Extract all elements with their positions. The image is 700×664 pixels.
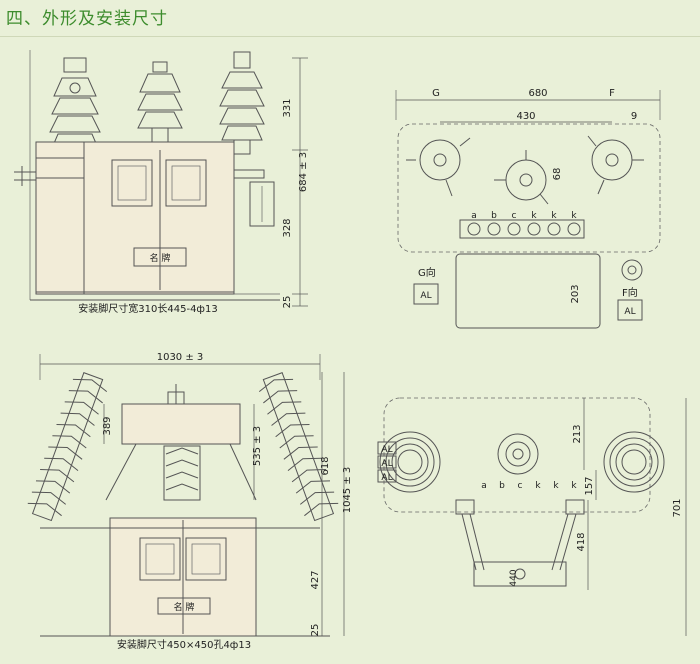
nameplate-label-top: 名 牌	[150, 252, 171, 264]
side-view: 1030 ± 3 名 牌 389 535 ± 3	[27, 352, 353, 651]
ribs-left-rib	[27, 502, 62, 517]
dim-418: 418	[576, 532, 587, 551]
dim-680: 680	[528, 88, 547, 99]
terminal-bottom-label-1: b	[499, 481, 505, 491]
bushing-right	[587, 135, 644, 195]
base-plan-view: AL AL AL a b c k k k 213 157 418 701 440	[377, 397, 687, 636]
ribs-left-rib	[72, 378, 108, 393]
label-g: G	[432, 88, 440, 99]
footer-bottom-left: 安装脚尺寸450×450孔4ф13	[117, 638, 251, 651]
insulator-right	[219, 51, 265, 155]
dim-328: 328	[282, 218, 293, 237]
ribs-left-rib	[64, 401, 99, 415]
ribs-right-rib	[304, 502, 339, 517]
terminal-top-label-5: k	[571, 211, 577, 221]
dim-25: 25	[282, 296, 293, 309]
label-g-view: G向	[418, 266, 436, 279]
bushing-middle	[494, 150, 549, 205]
terminal-top-4	[547, 222, 561, 236]
ring-right	[603, 431, 665, 493]
dim-684: 684 ± 3	[298, 152, 309, 192]
terminal-bottom-label-4: k	[553, 481, 559, 491]
nameplate-label-bottom: 名 牌	[174, 601, 195, 613]
dim-440: 440	[509, 569, 519, 586]
bushing-left	[406, 137, 471, 197]
ribs-right-rib	[275, 423, 310, 438]
top-view: G 680 F 430 9 68	[395, 88, 661, 329]
ring-middle	[497, 433, 539, 475]
ribs-left-rib	[44, 457, 79, 471]
terminal-top-0	[467, 222, 481, 236]
ribs-left-rib	[40, 469, 75, 483]
ring-left	[379, 431, 441, 493]
dim-1030: 1030 ± 3	[157, 352, 204, 363]
ribs-right-rib	[283, 446, 318, 460]
terminal-bottom-label-3: k	[535, 481, 541, 491]
ribs-right-rib	[295, 480, 331, 494]
dim-25b: 25	[310, 624, 321, 637]
dim-9: 9	[631, 111, 637, 122]
ribs-mid-rib	[165, 471, 199, 479]
ribs-mid-rib	[165, 483, 199, 491]
terminal-top-3	[527, 222, 541, 236]
insulator-middle	[137, 61, 183, 143]
footer-top-left: 安装脚尺寸宽310长445-4ф13	[78, 302, 217, 315]
terminal-top-label-1: b	[491, 211, 497, 221]
ribs-left-rib	[60, 412, 95, 426]
dim-535: 535 ± 3	[252, 426, 263, 466]
label-f-view: F向	[622, 286, 638, 299]
dim-618: 618	[320, 456, 331, 475]
label-f: F	[609, 88, 615, 99]
dim-389: 389	[102, 416, 113, 435]
terminal-bottom-label-5: k	[571, 481, 577, 491]
al-marker-1: AL	[381, 445, 392, 455]
ribs-mid-rib	[165, 447, 199, 455]
dim-427: 427	[310, 570, 321, 589]
ribs-right-rib	[263, 390, 298, 404]
ribs-left-rib	[56, 423, 91, 438]
dim-331: 331	[282, 98, 293, 117]
ribs-right-rib	[271, 412, 306, 426]
ribs-left-rib	[48, 446, 83, 460]
ribs-left-rib	[31, 491, 67, 505]
front-view-top: 名 牌 331 684 ± 3 328 25 安装脚尺寸宽310长445-4ф1…	[14, 50, 309, 315]
terminal-top-label-3: k	[531, 211, 537, 221]
ribs-right-rib	[299, 491, 335, 505]
ribs-right-rib	[291, 469, 326, 483]
al-marker-g: AL	[420, 291, 431, 301]
ribs-left-rib	[68, 390, 103, 404]
ribs-left-rib	[52, 435, 87, 449]
dim-430: 430	[516, 111, 535, 122]
dim-701: 701	[672, 498, 683, 517]
ribs-mid-rib	[165, 459, 199, 467]
terminal-bottom-label-0: a	[481, 481, 487, 491]
title-bar: 四、外形及安装尺寸	[0, 0, 700, 37]
page-title: 四、外形及安装尺寸	[6, 9, 168, 29]
terminal-top-2	[507, 222, 521, 236]
ribs-right-rib	[279, 435, 314, 449]
ribs-right-rib	[287, 457, 322, 471]
long-insulator-left	[27, 372, 108, 522]
terminal-top-label-4: k	[551, 211, 557, 221]
ribs-left-rib	[35, 480, 71, 494]
dim-157: 157	[584, 476, 595, 495]
al-marker-2: AL	[381, 459, 392, 469]
terminal-top-5	[567, 222, 581, 236]
dim-1045: 1045 ± 3	[342, 467, 353, 514]
al-marker-3: AL	[381, 473, 392, 483]
ribs-right-rib	[258, 378, 294, 393]
al-marker-f: AL	[624, 307, 635, 317]
terminal-bottom-label-2: c	[518, 481, 523, 491]
dim-68: 68	[552, 168, 563, 181]
terminal-top-label-0: a	[471, 211, 477, 221]
terminal-top-1	[487, 222, 501, 236]
dim-203: 203	[570, 284, 581, 303]
dim-213: 213	[572, 424, 583, 443]
terminal-top-label-2: c	[512, 211, 517, 221]
long-insulator-right	[258, 372, 339, 522]
ribs-right-rib	[267, 401, 302, 415]
